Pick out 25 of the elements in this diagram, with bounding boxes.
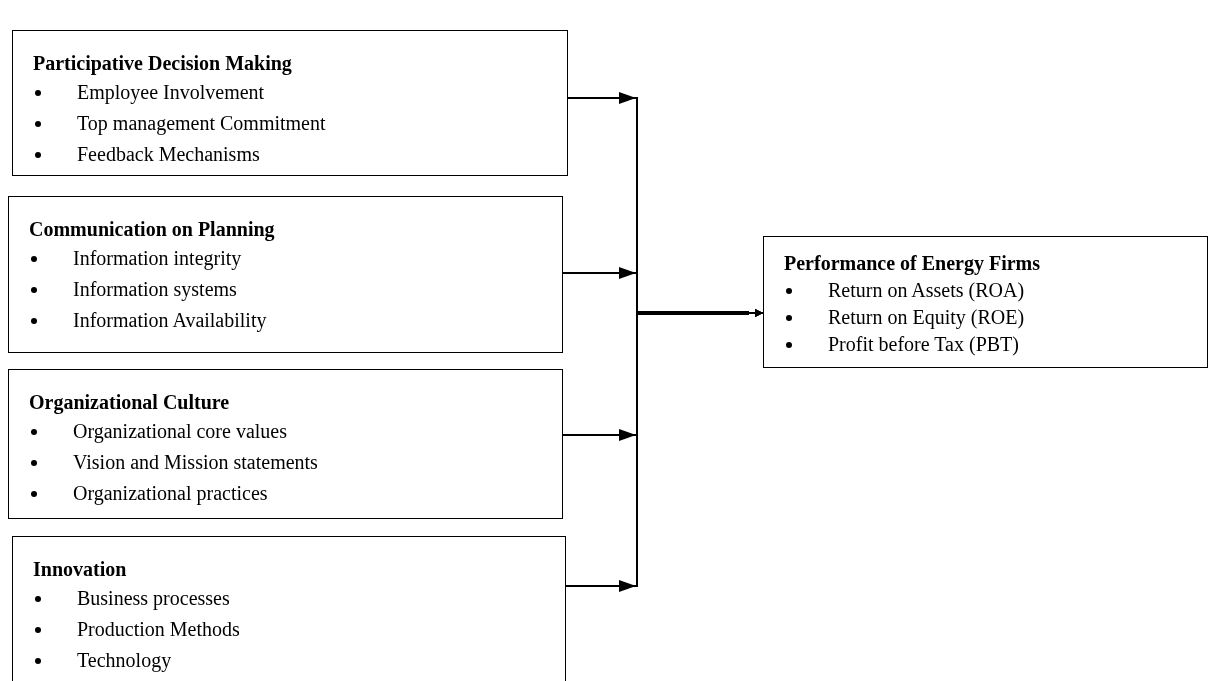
text-box	[8, 196, 563, 353]
bullet-item: Information integrity	[29, 243, 562, 274]
bullet-item: Organizational core values	[29, 416, 562, 447]
box-heading: Communication on Planning	[29, 217, 276, 243]
bullet-item: Information systems	[29, 274, 562, 305]
bullet-item: Organizational practices	[29, 478, 562, 509]
bullet-item: Return on Assets (ROA)	[784, 277, 1207, 304]
text-box	[8, 369, 563, 519]
box-heading: Performance of Energy Firms	[784, 251, 1041, 277]
bullet-item: Employee Involvement	[33, 77, 567, 108]
bullet-item: Technology	[33, 645, 565, 676]
text-box	[763, 236, 1208, 368]
bullet-item: Return on Equity (ROE)	[784, 304, 1207, 331]
box-heading: Organizational Culture	[29, 390, 231, 416]
bullet-item: Feedback Mechanisms	[33, 139, 567, 170]
box-heading: Innovation	[33, 557, 128, 582]
bullet-item: Top management Commitment	[33, 108, 567, 139]
bullet-item: Information Availability	[29, 305, 562, 336]
box-heading: Participative Decision Making	[33, 51, 293, 77]
bullet-item: Vision and Mission statements	[29, 447, 562, 478]
bullet-item: Business processes	[33, 583, 565, 614]
text-box	[12, 30, 568, 176]
text-box	[12, 536, 566, 681]
bullet-item: Production Methods	[33, 614, 565, 645]
bullet-item: Profit before Tax (PBT)	[784, 331, 1207, 358]
